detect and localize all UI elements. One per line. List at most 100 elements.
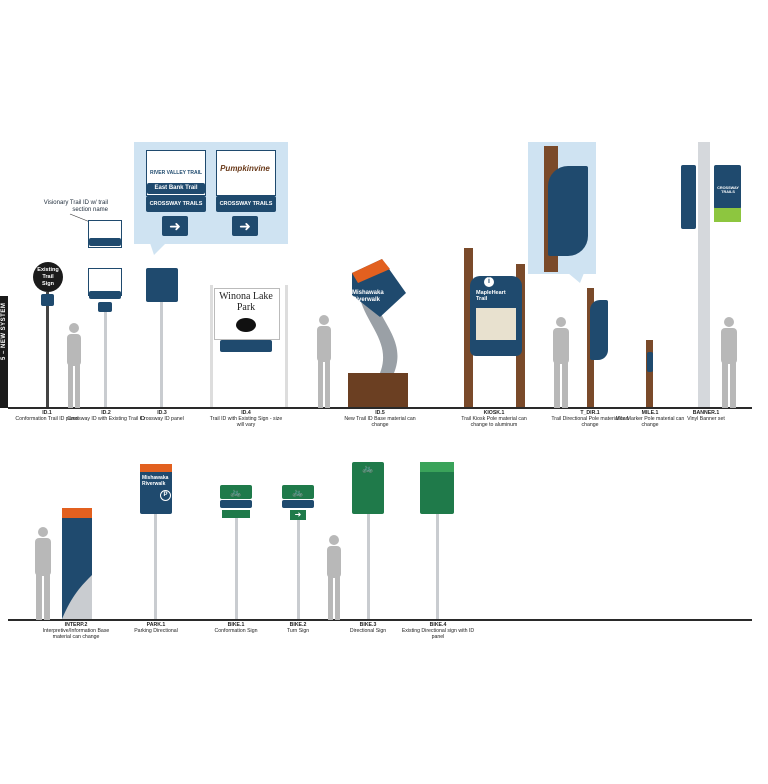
id3-sign bbox=[146, 268, 178, 302]
caption-desc: Trail Directional Pole material can chan… bbox=[551, 416, 629, 428]
caption-desc: Crossway ID panel bbox=[140, 416, 184, 422]
caption-code: KIOSK.1 bbox=[483, 410, 505, 416]
caption-desc: Conformation Trail ID panel bbox=[15, 416, 79, 422]
person-silhouette bbox=[317, 315, 331, 408]
id4-brand-panel bbox=[220, 340, 272, 352]
person-silhouette bbox=[553, 317, 569, 408]
person-silhouette bbox=[327, 535, 341, 620]
mile-panel bbox=[647, 352, 653, 372]
caption-desc: Mile Marker Pole material can change bbox=[615, 416, 685, 428]
caption-code: ID.2 bbox=[101, 410, 111, 416]
caption-code: BIKE.1 bbox=[227, 622, 245, 628]
bike3-icon: 🚲 bbox=[352, 462, 384, 474]
id5-title: Mishawaka Riverwalk bbox=[352, 290, 384, 303]
tdir-bubble-tail bbox=[568, 273, 584, 283]
caption-code: ID.5 bbox=[375, 410, 385, 416]
person-silhouette bbox=[35, 527, 51, 620]
id4-title: Winona Lake Park bbox=[219, 291, 273, 313]
id3-pole bbox=[160, 302, 163, 407]
kiosk-title: MapleHeart Trail bbox=[476, 290, 506, 302]
arrow-right-icon: ➜ bbox=[294, 510, 302, 519]
kiosk-info-icon: i bbox=[484, 277, 494, 287]
section-bar bbox=[0, 296, 8, 408]
caption-code: BIKE.3 bbox=[359, 622, 377, 628]
arrow-right-icon: ➜ bbox=[239, 218, 251, 234]
caption-code: INTERP.2 bbox=[64, 622, 88, 628]
bike3-pole bbox=[367, 514, 370, 619]
id2-top-bar bbox=[89, 238, 121, 246]
bubble-right-brand: CROSSWAY TRAILS bbox=[216, 196, 276, 212]
callout-text: Visionary Trail ID w/ trail section name bbox=[43, 200, 108, 213]
tdir-large-panel bbox=[548, 166, 588, 256]
caption-desc: Existing Directional sign with ID panel bbox=[401, 628, 475, 640]
bubble-left-title: RIVER VALLEY TRAIL bbox=[149, 170, 203, 176]
caption-desc: New Trail ID Base material can change bbox=[344, 416, 416, 428]
section-label: 5 – NEW SYSTEM bbox=[1, 302, 7, 360]
bike-icon: 🚲 bbox=[362, 463, 374, 473]
bubble-right-sign bbox=[216, 150, 276, 196]
bike1-sign: 🚲 bbox=[220, 485, 252, 499]
interp-top bbox=[62, 508, 92, 518]
kiosk-map bbox=[476, 308, 516, 340]
bubble-left-brand-text: CROSSWAY TRAILS bbox=[149, 201, 203, 207]
bubble-left-arrow: ➜ bbox=[162, 216, 188, 236]
tdir-small-panel bbox=[590, 300, 608, 360]
bike1-pole bbox=[235, 518, 238, 619]
id4-frame bbox=[210, 285, 288, 407]
caption-desc: Trail Kiosk Pole material can change to … bbox=[461, 416, 527, 428]
caption-code: MILE.1 bbox=[641, 410, 659, 416]
banner-right bbox=[714, 165, 741, 209]
bike2-panel bbox=[282, 500, 314, 508]
id2-brand bbox=[89, 291, 121, 299]
kiosk-post-left bbox=[464, 248, 473, 407]
bike4-pole bbox=[436, 514, 439, 619]
bubble-left-bar: East Bank Trail bbox=[147, 183, 205, 194]
bike2-arrow: ➜ bbox=[290, 510, 306, 520]
bubble-tail bbox=[150, 243, 166, 255]
caption-code: BANNER.1 bbox=[692, 410, 720, 416]
bike1-panel bbox=[220, 500, 252, 508]
banner-right-green bbox=[714, 208, 741, 222]
caption-code: PARK.1 bbox=[146, 622, 166, 628]
callout-arrow bbox=[69, 213, 91, 223]
bubble-right-arrow: ➜ bbox=[232, 216, 258, 236]
interp-swoosh bbox=[62, 575, 92, 619]
park-top bbox=[140, 464, 172, 472]
bike4-top bbox=[420, 462, 454, 472]
parking-icon: P bbox=[160, 490, 171, 501]
bike-icon: 🚲 bbox=[292, 487, 304, 497]
existing-trail-sign-text: Existing Trail Sign bbox=[37, 266, 59, 287]
bubble-right-logo: Pumpkinvine bbox=[220, 164, 270, 173]
id1-pole bbox=[46, 292, 49, 407]
id2-pole bbox=[104, 312, 107, 407]
bubble-right-brand-text: CROSSWAY TRAILS bbox=[219, 201, 273, 207]
caption-desc: Conformation Sign bbox=[214, 628, 258, 634]
caption-code: BIKE.4 bbox=[429, 622, 447, 628]
bubble-left-bar-text: East Bank Trail bbox=[154, 185, 198, 191]
caption-code: ID.4 bbox=[241, 410, 251, 416]
banner-left bbox=[681, 165, 696, 229]
person-silhouette bbox=[721, 317, 737, 408]
caption-desc: Parking Directional bbox=[134, 628, 178, 634]
id2-arrow-panel bbox=[98, 302, 112, 312]
caption-code: T_DIR.1 bbox=[580, 410, 600, 416]
id1-panel bbox=[41, 294, 54, 306]
caption-desc: Turn Sign bbox=[286, 628, 310, 634]
banner-pole bbox=[698, 142, 710, 407]
caption-desc: Vinyl Banner set bbox=[687, 416, 725, 422]
park-title: Mishawaka Riverwalk bbox=[142, 475, 169, 487]
arrow-right-icon: ➜ bbox=[169, 218, 181, 234]
person-silhouette bbox=[67, 323, 81, 408]
